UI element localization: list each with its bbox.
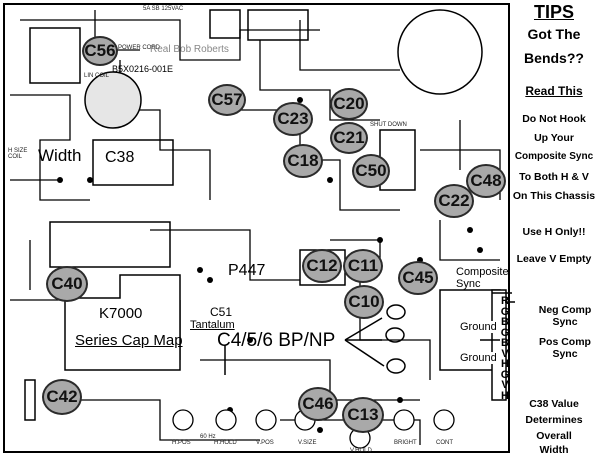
tips-title: TIPS [533,2,574,22]
tips-panel: TIPS Got The Bends?? Read This Do Not Ho… [508,0,600,457]
tips-read-heading: Read This [525,84,583,98]
fuse-label: 5A SB 125VAC [143,6,184,12]
tips-use-h: Use H Only!! [522,226,586,238]
c38-label: C38 [105,149,135,166]
cap-c23[interactable]: C23 [273,102,313,136]
hz-label: 60 Hz [200,434,216,440]
tips-line1: Got The [527,26,581,42]
v-hold-label: V.HOLD [350,448,372,454]
cap-c20[interactable]: C20 [330,88,368,120]
v-pos-label: V.POS [256,440,274,446]
tips-c38-3: Overall [536,430,572,442]
tips-warn2: Up Your [534,132,574,144]
cap-c48[interactable]: C48 [466,164,506,198]
tips-warn5: On This Chassis [512,190,596,202]
board-traces [3,3,515,453]
c456-label: C4/5/6 BP/NP [217,330,336,351]
cap-c56[interactable]: C56 [82,36,118,66]
tips-warn4: To Both H & V [519,171,589,183]
tips-leave-v: Leave V Empty [516,253,592,265]
cap-c50[interactable]: C50 [352,154,390,188]
ground-label-1: Ground [460,321,497,333]
cap-c10[interactable]: C10 [344,285,384,319]
watermark: Real Bob Roberts [150,44,229,55]
h-hold-label: H.HOLD [214,440,237,446]
tips-warn1: Do Not Hook [522,113,586,125]
cap-c22[interactable]: C22 [434,184,474,218]
shutdown-label: SHUT DOWN [370,122,407,128]
pos-comp-sync-label: Pos Comp Sync [539,336,591,360]
map-title: Series Cap Map [75,332,183,349]
tips-c38-4: Width [539,444,569,456]
tantalum-label: Tantalum [190,319,235,331]
model-title: K7000 [99,305,143,322]
neg-comp-sync-label: Neg Comp Sync [538,304,592,328]
p447-label: P447 [228,262,266,279]
h-pos-label: H.POS [172,440,191,446]
tips-line2: Bends?? [524,50,584,66]
tips-c38-2: Determines [525,414,583,426]
cap-c12[interactable]: C12 [302,249,342,283]
v-size-label: V.SIZE [298,440,317,446]
width-coil-label: Width [38,146,82,165]
tips-c38-1: C38 Value [529,398,579,410]
lin-coil-label: LIN COIL [84,73,110,79]
composite-sync-label: Composite Sync [456,266,509,290]
connector-pin-letters: RGBGBVHGVH [500,295,510,402]
board-number-label: B5X0216-001E [112,64,174,74]
cap-c13[interactable]: C13 [342,397,384,433]
cap-c11[interactable]: C11 [343,249,383,283]
cap-c42[interactable]: C42 [42,379,82,415]
cap-c18[interactable]: C18 [283,144,323,178]
cap-c21[interactable]: C21 [330,122,368,154]
tips-warn3: Composite Sync [514,151,594,162]
cont-label: CONT [436,440,453,446]
h-size-coil-label: H SIZE COIL [8,148,28,160]
c51-label: C51 [210,305,233,319]
ground-label-2: Ground [460,352,497,364]
cap-c45[interactable]: C45 [398,261,438,295]
power-cord-label: POWER CORD [118,45,160,51]
cap-c57[interactable]: C57 [208,84,246,116]
cap-c46[interactable]: C46 [298,387,338,421]
bright-label: BRIGHT [394,440,417,446]
cap-c40[interactable]: C40 [46,266,88,302]
circuit-board: 5A SB 125VAC POWER CORD B5X0216-001E LIN… [3,3,515,454]
